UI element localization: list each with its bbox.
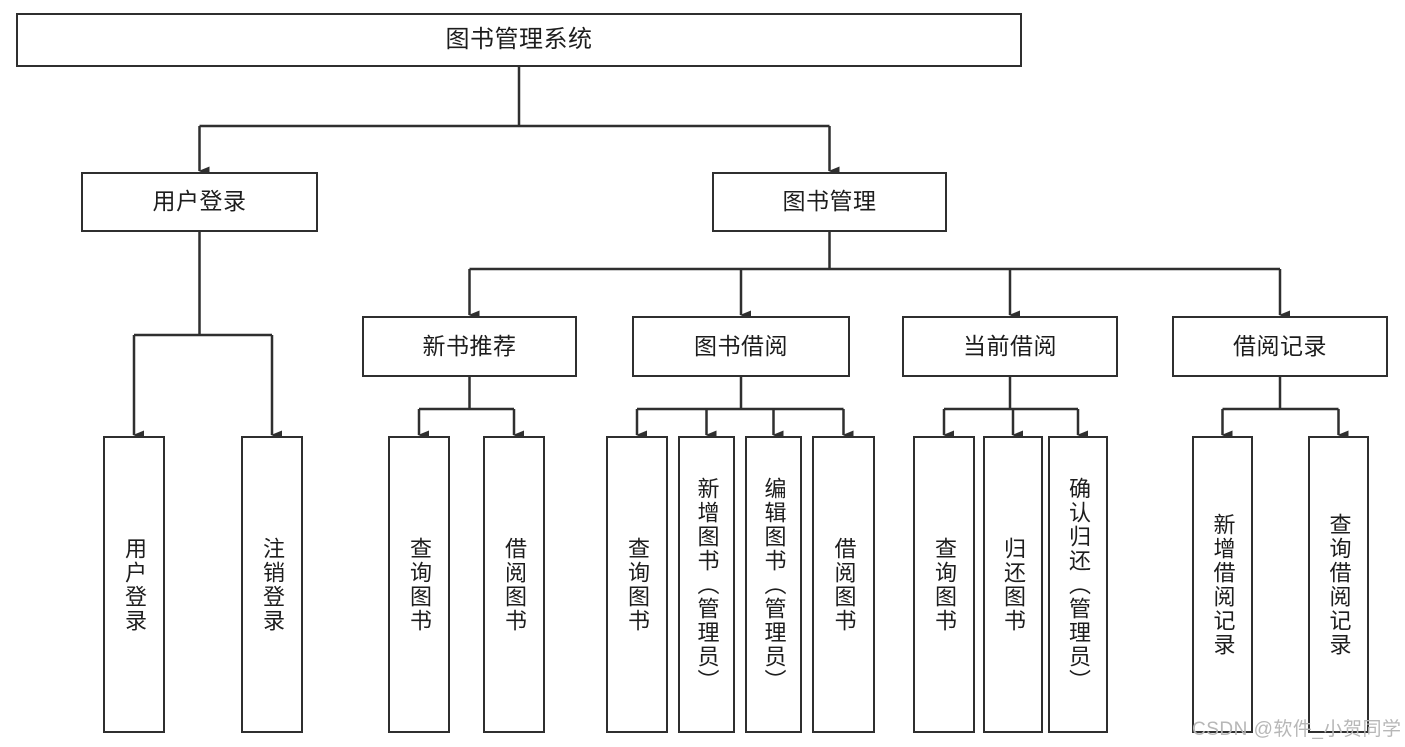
node-book-manage[interactable]: 图书管理 — [712, 172, 947, 232]
node-label-leaf-query-book-1: 查询图书 — [406, 536, 432, 633]
node-label-leaf-borrow-book-1: 借阅图书 — [501, 536, 527, 633]
node-label-current-borrow: 当前借阅 — [963, 332, 1057, 359]
node-current-borrow[interactable]: 当前借阅 — [902, 316, 1118, 377]
node-leaf-query-book-1[interactable]: 查询图书 — [388, 436, 450, 733]
node-label-borrow-record: 借阅记录 — [1233, 332, 1327, 359]
node-label-leaf-add-book: 新增图书（管理员） — [694, 476, 720, 693]
node-root[interactable]: 图书管理系统 — [16, 13, 1022, 67]
node-leaf-user-login[interactable]: 用户登录 — [103, 436, 165, 733]
node-leaf-confirm-return[interactable]: 确认归还（管理员） — [1048, 436, 1108, 733]
node-user-login[interactable]: 用户登录 — [81, 172, 318, 232]
node-label-root: 图书管理系统 — [445, 25, 593, 53]
node-label-leaf-query-book-3: 查询图书 — [931, 536, 957, 633]
node-label-leaf-add-record: 新增借阅记录 — [1210, 512, 1236, 657]
node-book-borrow[interactable]: 图书借阅 — [632, 316, 850, 377]
node-label-leaf-borrow-book-2: 借阅图书 — [831, 536, 857, 633]
node-label-leaf-logout: 注销登录 — [259, 536, 285, 633]
node-leaf-borrow-book-2[interactable]: 借阅图书 — [812, 436, 875, 733]
node-label-new-book-recommend: 新书推荐 — [422, 332, 517, 359]
node-leaf-borrow-book-1[interactable]: 借阅图书 — [483, 436, 545, 733]
edge-layer — [132, 67, 1349, 440]
node-label-book-manage: 图书管理 — [782, 188, 877, 215]
node-label-book-borrow: 图书借阅 — [694, 332, 788, 359]
node-label-leaf-confirm-return: 确认归还（管理员） — [1065, 476, 1091, 693]
node-label-user-login: 用户登录 — [152, 188, 247, 215]
node-new-book-recommend[interactable]: 新书推荐 — [362, 316, 577, 377]
node-leaf-logout[interactable]: 注销登录 — [241, 436, 303, 733]
node-leaf-add-record[interactable]: 新增借阅记录 — [1192, 436, 1253, 733]
node-label-leaf-return-book: 归还图书 — [1000, 536, 1026, 633]
node-label-leaf-query-book-2: 查询图书 — [624, 536, 650, 633]
node-label-leaf-edit-book: 编辑图书（管理员） — [761, 476, 787, 693]
node-borrow-record[interactable]: 借阅记录 — [1172, 316, 1388, 377]
node-leaf-edit-book[interactable]: 编辑图书（管理员） — [745, 436, 802, 733]
node-leaf-add-book[interactable]: 新增图书（管理员） — [678, 436, 735, 733]
node-leaf-query-book-3[interactable]: 查询图书 — [913, 436, 975, 733]
node-leaf-query-record[interactable]: 查询借阅记录 — [1308, 436, 1369, 733]
node-label-leaf-user-login: 用户登录 — [121, 536, 147, 633]
node-label-leaf-query-record: 查询借阅记录 — [1326, 512, 1352, 657]
node-leaf-query-book-2[interactable]: 查询图书 — [606, 436, 668, 733]
node-leaf-return-book[interactable]: 归还图书 — [983, 436, 1043, 733]
